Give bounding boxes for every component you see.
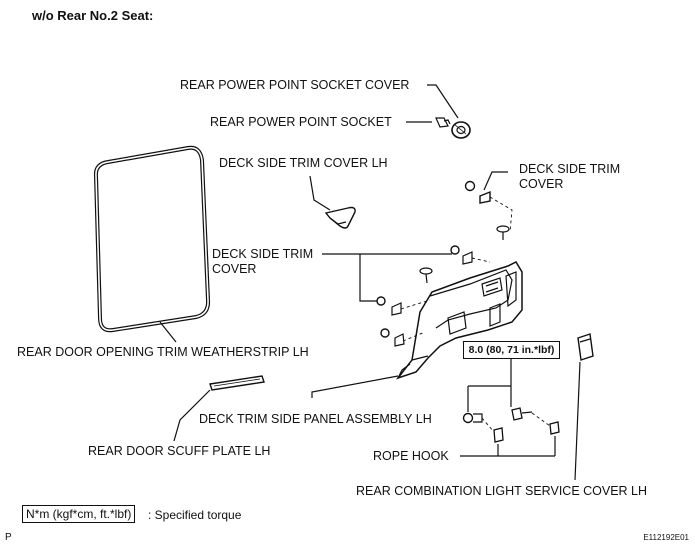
torque-leader xyxy=(467,358,512,412)
label-socket-cover: REAR POWER POINT SOCKET COVER xyxy=(180,78,410,92)
label-service-cover: REAR COMBINATION LIGHT SERVICE COVER LH xyxy=(356,484,648,498)
scuff-plate-leader xyxy=(173,389,211,442)
service-cover-leader xyxy=(574,361,581,481)
deck-trim-cover-lh-part xyxy=(324,206,356,229)
deck-trim-cover-lh-leader xyxy=(309,175,331,211)
deck-trim-cover-left-parts xyxy=(376,245,491,347)
label-deck-trim-cover-lh: DECK SIDE TRIM COVER LH xyxy=(219,156,388,170)
deck-trim-cover-right-parts xyxy=(464,180,513,240)
label-deck-trim-cover-right-1: DECK SIDE TRIM xyxy=(519,162,621,176)
page-heading: w/o Rear No.2 Seat: xyxy=(32,8,154,23)
legend-description: : Specified torque xyxy=(148,508,242,522)
service-cover-part xyxy=(577,333,594,361)
label-socket: REAR POWER POINT SOCKET xyxy=(210,115,392,129)
label-weatherstrip: REAR DOOR OPENING TRIM WEATHERSTRIP LH xyxy=(17,345,309,359)
rope-hook-leader xyxy=(460,436,556,457)
corner-mark: P xyxy=(5,532,12,543)
panel-assembly-part xyxy=(395,261,523,380)
deck-trim-cover-left-leader xyxy=(322,253,452,302)
figure-code: E112192E01 xyxy=(643,533,689,542)
label-panel-assembly: DECK TRIM SIDE PANEL ASSEMBLY LH xyxy=(199,412,432,426)
socket-cover-leader xyxy=(427,84,459,119)
panel-assembly-leader xyxy=(311,375,399,398)
label-rope-hook: ROPE HOOK xyxy=(373,449,449,463)
rope-hook-parts xyxy=(462,407,560,443)
scuff-plate-part xyxy=(209,375,265,391)
socket-part xyxy=(435,117,451,128)
label-scuff-plate: REAR DOOR SCUFF PLATE LH xyxy=(88,444,271,458)
weatherstrip-part xyxy=(93,145,211,333)
torque-spec-box: 8.0 (80, 71 in.*lbf) xyxy=(463,341,560,359)
deck-trim-cover-right-leader xyxy=(483,171,508,191)
socket-cover-part xyxy=(451,121,471,139)
label-deck-trim-cover-left-2: COVER xyxy=(212,262,257,276)
label-deck-trim-cover-right-2: COVER xyxy=(519,177,564,191)
weatherstrip-leader xyxy=(159,321,177,343)
legend-torque-unit: N*m (kgf*cm, ft.*lbf) xyxy=(22,505,136,523)
label-deck-trim-cover-left-1: DECK SIDE TRIM xyxy=(212,247,314,261)
